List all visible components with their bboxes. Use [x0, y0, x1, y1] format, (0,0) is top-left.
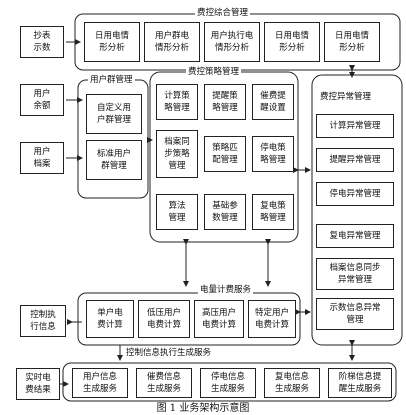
fee-calc-group: [77, 292, 301, 346]
exception-item: 档案信息同步 异常管理: [316, 258, 394, 290]
exception-item: 停电异常管理: [316, 182, 394, 206]
strategy-item: 策略匹 配管理: [204, 136, 246, 172]
control-exec-info-node: 控制执 行信息: [20, 305, 66, 337]
control-gen-item: 停电信息 生成服务: [200, 368, 256, 398]
calc-item: 高压用户 电费计算: [194, 300, 244, 338]
fee-calc-title: 电量计费服务: [198, 285, 254, 296]
meter-display-node: 抄表 示数: [20, 26, 64, 58]
user-group-item: 自定义用 户群管理: [86, 94, 142, 134]
exception-item: 示数信息异常 管理: [316, 298, 394, 330]
calc-item: 特定用户 电费计算: [248, 300, 296, 338]
strategy-item: 复电策 略管理: [252, 194, 294, 230]
exception-item: 复电异常管理: [316, 224, 394, 248]
calc-item: 单户电 费计算: [86, 300, 134, 338]
calc-item: 低压用户 电费计算: [138, 300, 190, 338]
figure-caption: 图 1 业务架构示意图: [156, 403, 250, 414]
user-balance-node: 用户 余额: [20, 84, 64, 116]
strategy-item: 基础参 数管理: [204, 194, 246, 230]
user-group-title: 用户群管理: [88, 75, 135, 86]
integrated-item: 日用电情 形分析: [264, 22, 320, 62]
exception-item: 提醒异常管理: [316, 148, 394, 172]
fee-integrated-title: 费控综合管理: [195, 8, 251, 19]
user-group-item: 标准用户 群管理: [86, 140, 142, 180]
strategy-item: 计算策 略管理: [156, 84, 198, 120]
fee-exception-title: 费控异常管理: [318, 92, 374, 103]
realtime-fee-result-node: 实时电 费结果: [16, 368, 60, 400]
integrated-item: 用户群电 情形分析: [144, 22, 200, 62]
control-gen-item: 阶梯信息提 醒生成服务: [328, 368, 392, 398]
integrated-item: 日用电情 形分析: [84, 22, 140, 62]
control-gen-item: 复电信息 生成服务: [264, 368, 320, 398]
exception-item: 计算异常管理: [316, 114, 394, 138]
strategy-item: 提醒策 略管理: [204, 84, 246, 120]
strategy-item: 停电策 略管理: [252, 136, 294, 172]
fee-strategy-title: 费控策略管理: [186, 67, 242, 78]
user-archive-node: 用户 档案: [20, 142, 64, 174]
strategy-item: 算法 管理: [156, 194, 198, 230]
strategy-item: 档案同 步策略 管理: [156, 130, 198, 178]
integrated-item: 日用电情 形分析: [324, 22, 380, 62]
strategy-item: 催费提 醒设置: [252, 84, 294, 120]
control-gen-item: 催费信息 生成服务: [136, 368, 192, 398]
control-gen-title: 控制信息执行生成服务: [124, 348, 214, 359]
control-gen-item: 用户信息 生成服务: [72, 368, 128, 398]
integrated-item: 用户执行电 情形分析: [204, 22, 260, 62]
fee-exception-group: [311, 74, 403, 346]
